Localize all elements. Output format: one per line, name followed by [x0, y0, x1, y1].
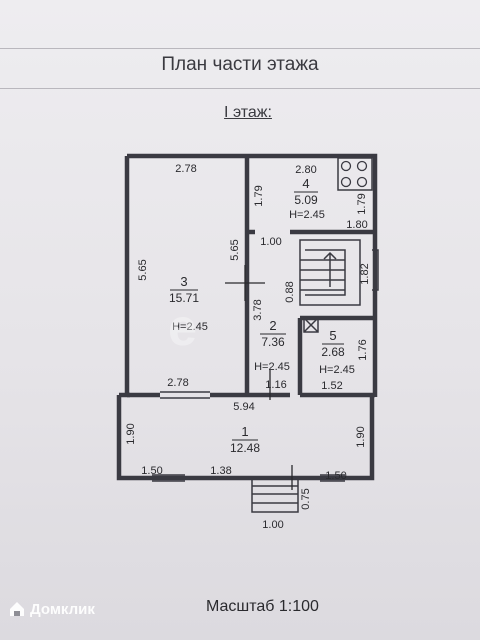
dim-stair-right: 1.82 — [359, 263, 371, 284]
dim-room1-bottom-left: 1.50 — [141, 465, 162, 477]
dim-room1-bottom-mid: 1.38 — [210, 465, 231, 477]
dim-room4-left: 1.79 — [253, 185, 265, 206]
room-3-area: 15.71 — [169, 291, 199, 305]
header-rule-top — [0, 48, 480, 49]
stair-inner — [305, 249, 346, 296]
dim-room5-right: 1.76 — [357, 339, 369, 360]
outer-wall-top-right — [127, 153, 378, 397]
burner-icon — [356, 160, 368, 172]
dim-porch-width: 1.00 — [262, 519, 283, 531]
dim-room4-bottom: 1.80 — [346, 219, 367, 231]
room-5-area: 2.68 — [321, 345, 345, 359]
brand-logo: Домклик — [8, 600, 95, 618]
dim-room1-top: 5.94 — [233, 401, 254, 413]
page-title: План части этажа — [161, 54, 319, 75]
floor-label: I этаж: — [224, 104, 272, 121]
room-2-height: H=2.45 — [254, 361, 290, 373]
cooktop — [337, 157, 373, 191]
brand-name: Домклик — [30, 600, 95, 618]
dim-room3-right: 5.65 — [229, 239, 241, 260]
outer-wall-room1 — [116, 395, 375, 481]
stair-arrow — [323, 251, 337, 287]
room-1-area: 12.48 — [230, 441, 260, 455]
room-3-number: 3 — [180, 274, 187, 289]
dim-room3-top: 2.78 — [175, 163, 196, 175]
room-5-height: H=2.45 — [319, 364, 355, 376]
room-2-number: 2 — [269, 318, 276, 333]
dim-room3-bottom: 2.78 — [167, 377, 188, 389]
dim-room5-bottom: 1.52 — [321, 380, 342, 392]
header-rule-bottom — [0, 88, 480, 89]
burner-icon — [340, 176, 352, 188]
dim-porch-depth: 0.75 — [300, 488, 312, 509]
watermark: e — [168, 299, 197, 357]
dim-room4-right: 1.79 — [356, 193, 368, 214]
door-marker-3-2 — [225, 265, 265, 301]
home-icon — [10, 602, 24, 616]
stair-outline — [299, 239, 361, 306]
dim-room4-top: 2.80 — [295, 164, 316, 176]
window-room1-right — [320, 474, 345, 482]
room-3-height: H=2.45 — [172, 321, 208, 333]
room-5-number: 5 — [329, 328, 336, 343]
room-4-area: 5.09 — [294, 193, 318, 207]
burner-icon — [340, 160, 352, 172]
dim-room2-bottom: 1.16 — [265, 379, 286, 391]
dim-room3-left: 5.65 — [137, 259, 149, 280]
porch-steps — [251, 478, 299, 513]
room-4-height: H=2.45 — [289, 209, 325, 221]
stair-treads — [300, 259, 345, 291]
dim-room2-height: 3.78 — [252, 299, 264, 320]
window-room1-left — [152, 474, 185, 482]
window-stair — [372, 249, 379, 291]
dim-room1-right: 1.90 — [355, 426, 367, 447]
burner-icon — [356, 176, 368, 188]
dim-room1-bottom-right: 1.50 — [325, 470, 346, 482]
room-2-area: 7.36 — [261, 335, 285, 349]
room-4-number: 4 — [302, 176, 309, 191]
window-room3 — [160, 391, 210, 399]
dim-room1-left: 1.90 — [125, 423, 137, 444]
dim-stair-width: 0.88 — [284, 281, 296, 302]
vent-box — [303, 317, 319, 333]
room-1-number: 1 — [241, 424, 248, 439]
scale-label: Масштаб 1:100 — [206, 598, 319, 615]
dim-door-width: 1.00 — [260, 236, 281, 248]
